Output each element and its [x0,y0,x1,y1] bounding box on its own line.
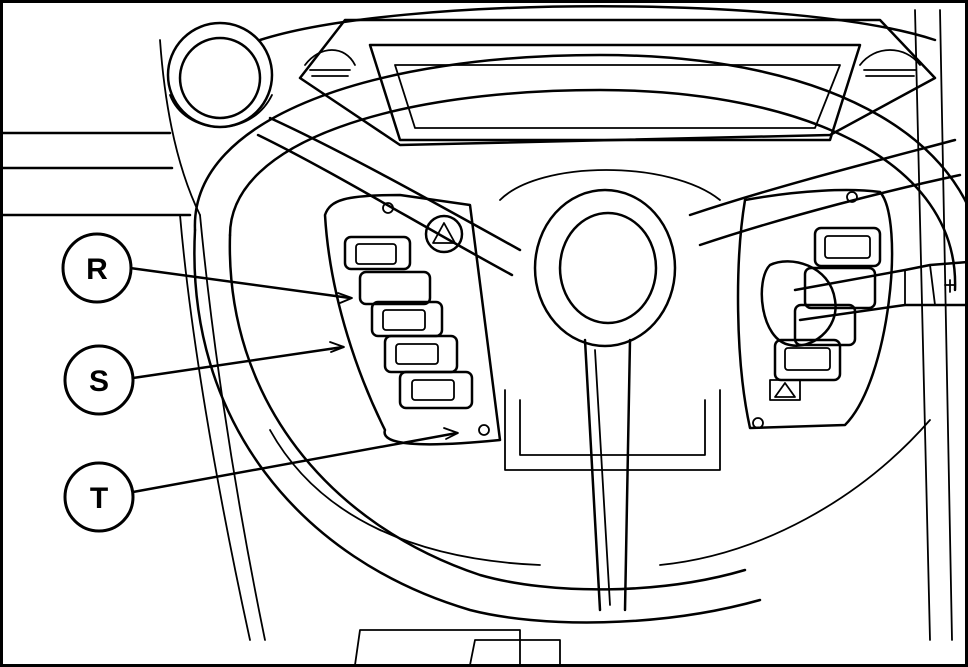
callout-R-label: R [86,253,108,286]
leader-S [131,345,345,380]
callout-S-label: S [89,365,109,398]
leader-T [131,431,459,494]
cup-holder-icon [166,21,274,129]
steering-wheel-icon [193,53,968,666]
hazard-warning-icon [424,214,464,254]
left-switch-panel-icon [323,193,502,446]
leader-S-arrowhead [329,341,345,353]
callout-T: T [63,461,135,533]
dashboard-lines [0,9,953,641]
leader-T-arrowhead [443,427,459,440]
multifunction-stalk-icon [760,260,968,348]
callout-R: R [61,232,133,304]
leader-R [128,266,352,300]
steering-column-housing [258,5,937,147]
right-switch-panel-icon [736,188,894,430]
callout-leaders [128,266,459,494]
callout-S: S [63,344,135,416]
callout-T-label: T [90,482,108,515]
leader-R-arrowhead [337,292,353,304]
